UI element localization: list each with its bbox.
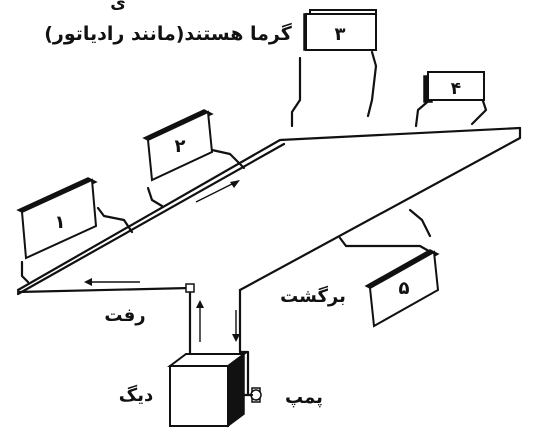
heading-partial-top: ی [110,0,126,13]
label-supply: رفت [104,305,145,326]
flow-arrow-supply-up [196,300,204,342]
radiator-4: ۴ [423,71,485,103]
radiator-3: ۳ [303,9,377,51]
label-boiler: دیگ [119,384,153,406]
label-pump: پمپ [285,387,323,408]
radiator-5: ۵ [364,249,440,328]
pump [242,387,262,403]
radiator-4-label: ۴ [451,79,461,99]
flow-arrow-return-down [232,310,240,342]
radiator-2: ۲ [142,109,214,182]
flow-arrow-supply-left [84,278,140,286]
radiator-1-label: ۱ [55,212,66,233]
flow-arrow-diagonal [195,180,240,203]
supply-pipe [16,126,522,362]
valve-icon [185,283,195,293]
return-pipe [238,126,522,397]
radiator-5-label: ۵ [399,278,410,299]
label-return: برگشت [280,285,346,307]
heading-text: گرما هستند(مانند رادیاتور) [44,22,293,45]
radiator-2-label: ۲ [175,136,186,157]
boiler [167,352,247,428]
radiator-3-label: ۳ [335,24,346,45]
radiator-1: ۱ [16,177,98,260]
